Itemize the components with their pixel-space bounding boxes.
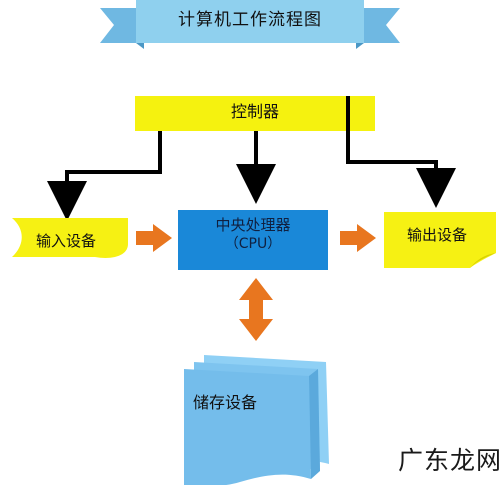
title-ribbon-left-tail bbox=[100, 8, 136, 43]
title-ribbon-right-tail bbox=[364, 8, 400, 43]
input-device-shape bbox=[12, 218, 128, 258]
output-device-shape bbox=[384, 212, 496, 268]
controller-box bbox=[135, 96, 375, 131]
corner-logo-text: 广东龙网 bbox=[398, 446, 500, 475]
cpu-label-line2: （CPU） bbox=[224, 236, 282, 252]
cpu-to-output-arrow bbox=[340, 224, 376, 252]
cpu-storage-bidirectional-arrow bbox=[239, 278, 273, 341]
input-device-label: 输入设备 bbox=[36, 232, 97, 250]
title-ribbon-right-fold bbox=[356, 43, 364, 49]
storage-device-label: 储存设备 bbox=[193, 393, 258, 412]
title-ribbon-left-fold bbox=[136, 43, 144, 49]
title-ribbon-body bbox=[136, 0, 364, 43]
storage-page-shadow-edge bbox=[309, 369, 320, 479]
controller-to-input-arrow bbox=[47, 131, 162, 221]
cpu-label-line1: 中央处理器 bbox=[215, 216, 291, 234]
title-ribbon bbox=[100, 0, 400, 49]
cpu-box bbox=[178, 210, 328, 270]
output-device-label: 输出设备 bbox=[407, 226, 468, 244]
storage-page-front bbox=[184, 369, 311, 485]
diagram-title: 计算机工作流程图 bbox=[178, 10, 322, 30]
input-to-cpu-arrow bbox=[136, 224, 172, 252]
controller-label: 控制器 bbox=[230, 102, 279, 121]
corner-logo-mark bbox=[396, 444, 494, 478]
controller-to-output-arrow bbox=[346, 96, 456, 208]
storage-device-stack bbox=[184, 355, 329, 485]
